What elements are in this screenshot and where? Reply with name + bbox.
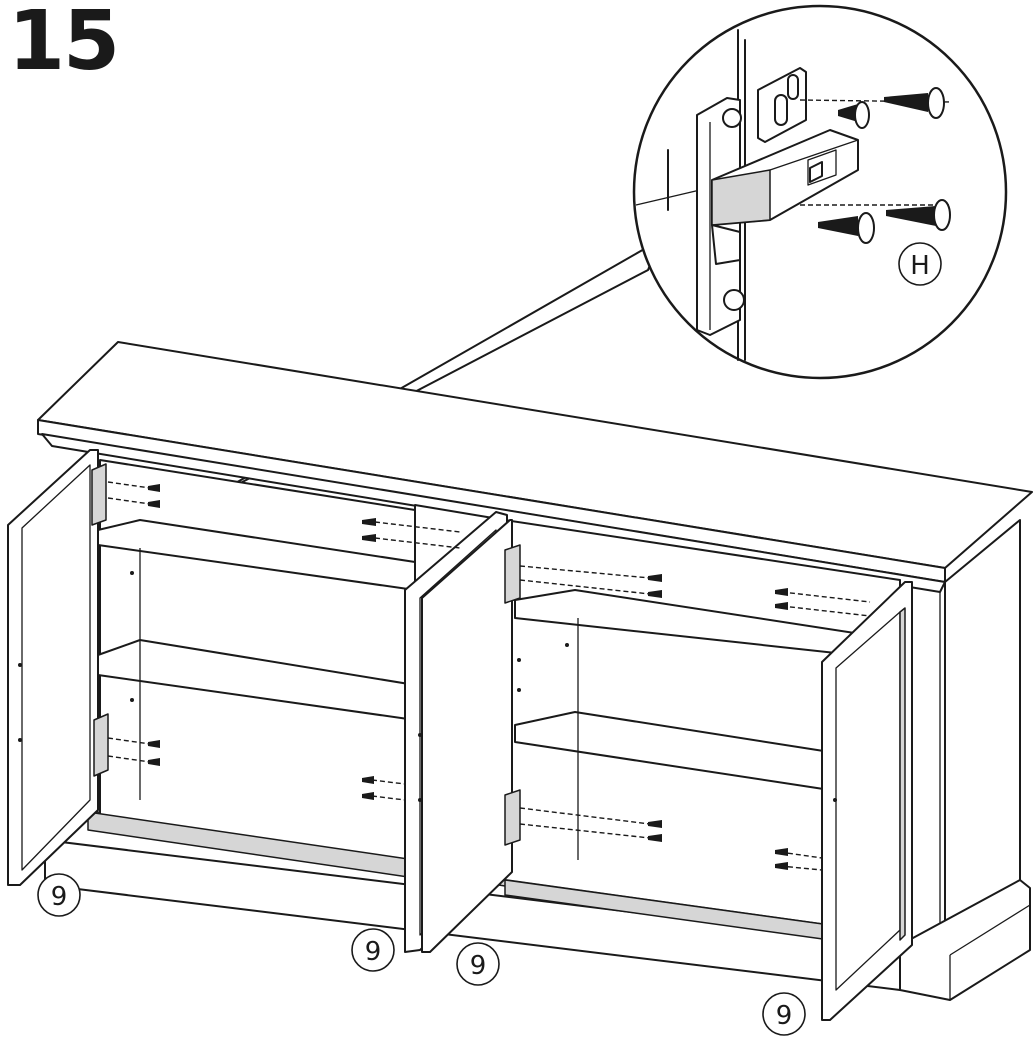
cabinet-hinge-detail [635, 29, 951, 361]
part-label: 9 [51, 882, 68, 912]
part-callout-door-3: 9 [456, 942, 500, 986]
hardware-label: H [910, 251, 930, 281]
step-number: 15 [8, 0, 120, 89]
part-label: 9 [365, 937, 382, 967]
part-callout-door-2: 9 [351, 928, 395, 972]
part-label: 9 [776, 1001, 793, 1031]
part-callout-door-1: 9 [37, 873, 81, 917]
sideboard-cabinet-illustration [7, 341, 1033, 1021]
part-label: 9 [470, 951, 487, 981]
screw-icon [818, 87, 951, 244]
hardware-callout: H [898, 242, 942, 286]
part-callout-door-4: 9 [762, 992, 806, 1036]
